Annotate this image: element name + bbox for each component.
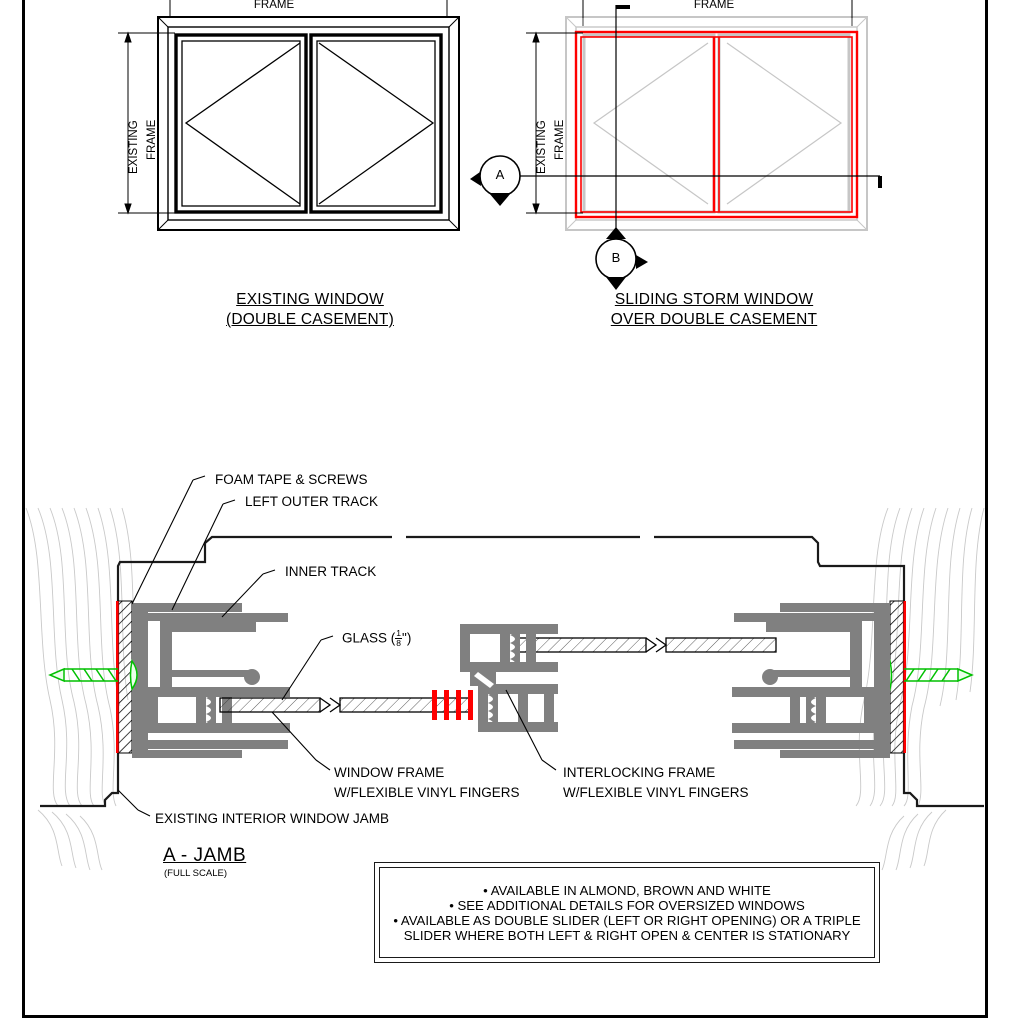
elevation-title-existing-2: (DOUBLE CASEMENT)	[226, 311, 394, 328]
interlock-hook	[470, 670, 496, 688]
section-line-a	[518, 175, 882, 188]
elevation-existing-window	[118, 0, 460, 231]
elevation-title-storm-2: OVER DOUBLE CASEMENT	[610, 311, 818, 328]
dimension-label-frame-left: FRAME	[253, 0, 295, 11]
elevation-title-storm-1: SLIDING STORM WINDOW	[614, 291, 814, 308]
extrusion-right	[732, 603, 890, 758]
detail-title: A - JAMB	[163, 845, 247, 866]
section-marker-a	[470, 155, 521, 206]
callout-inner-track: INNER TRACK	[285, 564, 377, 579]
casement-swing-indicators	[184, 42, 435, 205]
dimension-label-existing-left-1: EXISTING	[128, 120, 140, 174]
dimension-existing-frame-left	[118, 31, 175, 215]
dimension-label-frame-right: FRAME	[693, 0, 735, 11]
storm-window-overlay	[574, 30, 859, 219]
roller-arm-left	[172, 670, 252, 677]
roller-arm-right	[770, 670, 850, 677]
foam-tape-right	[903, 601, 906, 753]
note-item: • AVAILABLE IN ALMOND, BROWN AND WHITE	[483, 882, 771, 898]
notes-box-inner: • AVAILABLE IN ALMOND, BROWN AND WHITE •…	[379, 867, 875, 958]
wall-outline	[40, 535, 984, 808]
dimension-existing-frame-right	[526, 31, 583, 215]
elevation-title-existing-1: EXISTING WINDOW	[236, 291, 384, 308]
note-item: SLIDER WHERE BOTH LEFT & RIGHT OPEN & CE…	[403, 927, 851, 943]
interlock-lower	[478, 684, 558, 732]
callout-glass-label: GLASS	[342, 630, 388, 646]
callout-leaders	[117, 475, 557, 817]
ghost-existing-window	[565, 16, 868, 231]
section-line-b	[615, 5, 630, 243]
fraction-numerator: 1	[395, 628, 403, 639]
note-item: • SEE ADDITIONAL DETAILS FOR OVERSIZED W…	[449, 897, 805, 913]
section-marker-b-label: B	[611, 250, 621, 265]
callout-interlocking-frame-1: INTERLOCKING FRAME	[563, 765, 716, 780]
callout-foam-tape-screws: FOAM TAPE & SCREWS	[215, 472, 368, 487]
vinyl-fingers-right	[806, 690, 816, 730]
notes-box: • AVAILABLE IN ALMOND, BROWN AND WHITE •…	[374, 862, 880, 963]
elevation-storm-window	[470, 0, 882, 290]
vinyl-fingers-left	[206, 690, 216, 730]
dimension-label-existing-left-2: FRAME	[146, 119, 158, 160]
callout-left-outer-track: LEFT OUTER TRACK	[245, 494, 379, 509]
section-marker-a-label: A	[495, 167, 505, 182]
dimension-label-existing-right-1: EXISTING	[536, 120, 548, 174]
interlock-upper	[460, 624, 558, 672]
window-sashes	[174, 33, 443, 214]
callout-existing-interior-window-jamb: EXISTING INTERIOR WINDOW JAMB	[155, 811, 390, 826]
callout-window-frame-2: W/FLEXIBLE VINYL FINGERS	[334, 785, 520, 800]
extrusion-left	[132, 603, 290, 758]
glass-lower	[219, 697, 471, 713]
screw-left	[48, 659, 138, 691]
jamb-section-detail	[25, 475, 985, 871]
glass-upper	[515, 637, 777, 653]
fraction-unit: "	[402, 630, 407, 646]
section-marker-b	[595, 227, 648, 290]
dimension-label-existing-right-2: FRAME	[554, 119, 566, 160]
foam-tape-left	[116, 601, 119, 753]
callout-window-frame-1: WINDOW FRAME	[334, 765, 445, 780]
detail-scale: (FULL SCALE)	[164, 868, 227, 879]
note-item: • AVAILABLE AS DOUBLE SLIDER (LEFT OR RI…	[393, 912, 861, 928]
glazing-marks	[432, 690, 473, 720]
fraction-denominator: 8	[396, 637, 402, 648]
callout-interlocking-frame-2: W/FLEXIBLE VINYL FINGERS	[563, 785, 749, 800]
